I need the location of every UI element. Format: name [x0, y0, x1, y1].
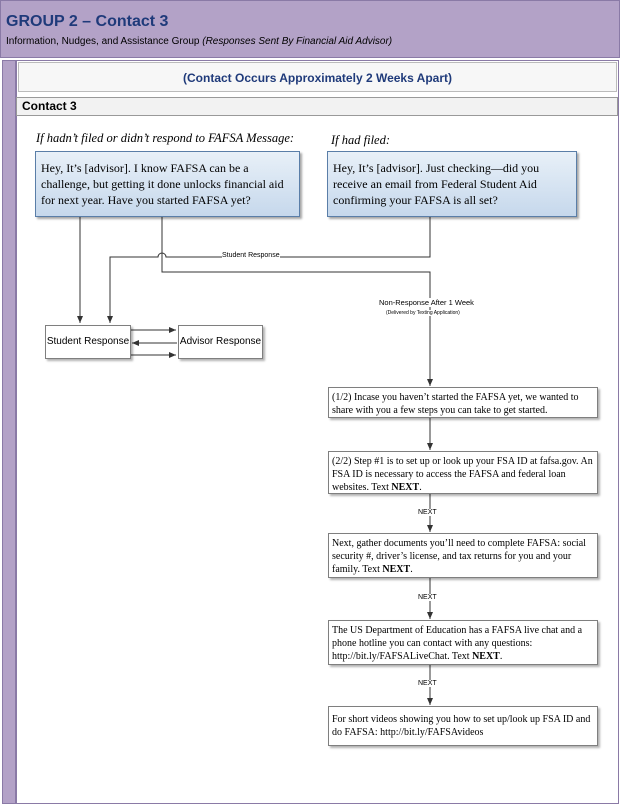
step-4-message: The US Department of Education has a FAF…: [328, 620, 598, 665]
step-4-keyword: NEXT: [472, 651, 500, 662]
next-label-3: NEXT: [418, 680, 437, 687]
section-title: Contact 3: [16, 97, 618, 116]
next-label-1: NEXT: [418, 509, 437, 516]
advisor-response-node: Advisor Response: [178, 325, 263, 359]
message-filed: Hey, It’s [advisor]. Just checking—did y…: [327, 151, 577, 217]
step-4-text: The US Department of Education has a FAF…: [332, 625, 583, 662]
subtitle-note: (Responses Sent By Financial Aid Advisor…: [202, 36, 393, 47]
step-2-message: (2/2) Step #1 is to set up or look up yo…: [328, 451, 598, 494]
student-response-node: Student Response: [45, 325, 131, 359]
subtitle-lead: Information, Nudges, and Assistance Grou…: [6, 36, 203, 47]
step-3-message: Next, gather documents you’ll need to co…: [328, 533, 598, 578]
step-3-text: Next, gather documents you’ll need to co…: [332, 538, 586, 575]
condition-filed: If had filed:: [331, 133, 391, 147]
next-label-2: NEXT: [418, 594, 437, 601]
step-2-keyword: NEXT: [391, 482, 420, 493]
message-not-filed: Hey, It’s [advisor]. I know FAFSA can be…: [35, 151, 300, 217]
step-1-message: (1/2) Incase you haven’t started the FAF…: [328, 387, 598, 418]
step-5-message: For short videos showing you how to set …: [328, 706, 598, 746]
connector-left-to-step1: [161, 217, 433, 386]
step-3-keyword: NEXT: [382, 564, 411, 575]
step-2-end: .: [419, 482, 422, 493]
step-3-end: .: [410, 564, 413, 575]
timing-banner: (Contact Occurs Approximately 2 Weeks Ap…: [18, 62, 617, 92]
student-response-line-label: Student Response: [222, 252, 280, 259]
connector-filed-to-student: [107, 217, 431, 323]
page-header: [0, 0, 620, 58]
delivered-by-label: (Delivered by Texting Application): [386, 310, 460, 316]
page-title: GROUP 2 – Contact 3: [6, 13, 169, 30]
step-2-text: (2/2) Step #1 is to set up or look up yo…: [332, 456, 593, 493]
non-response-label: Non-Response After 1 Week: [379, 298, 474, 307]
step-4-end: .: [499, 651, 503, 662]
condition-not-filed: If hadn’t filed or didn’t respond to FAF…: [36, 131, 295, 145]
page-subtitle: Information, Nudges, and Assistance Grou…: [6, 36, 392, 47]
left-sidebar-bar: [2, 60, 16, 804]
